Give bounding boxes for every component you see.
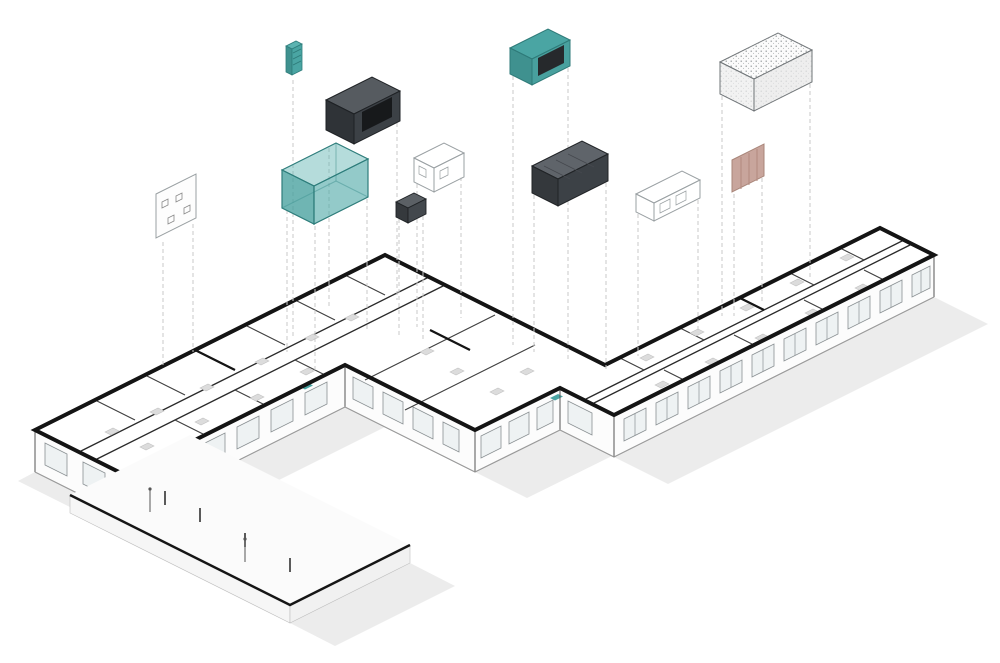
component-teal-niche-module xyxy=(508,28,572,86)
floor-plan-plate xyxy=(35,228,934,475)
exploded-components xyxy=(155,28,814,239)
component-teal-glass-room xyxy=(280,142,370,225)
component-perforated-wall-panel xyxy=(155,173,197,239)
entry-court xyxy=(69,435,411,624)
component-dark-room-module xyxy=(324,76,402,145)
component-wireframe-room xyxy=(412,142,466,193)
component-dark-box-module xyxy=(530,140,610,207)
court-wall-top-edge xyxy=(69,493,411,607)
court-lamp-posts xyxy=(148,487,247,562)
floor-plan-partitions xyxy=(78,239,913,461)
component-casework-unit xyxy=(634,170,702,222)
component-dark-cube-module xyxy=(394,192,428,224)
court-ground xyxy=(70,435,410,605)
component-textured-concrete-block xyxy=(718,32,814,112)
component-wood-finish-panel xyxy=(731,143,765,193)
window-mullions xyxy=(634,270,922,436)
floor-plan-furniture xyxy=(104,253,870,451)
plan-cut-wall-outline xyxy=(30,225,939,478)
component-teal-shelf-strip xyxy=(285,40,303,76)
